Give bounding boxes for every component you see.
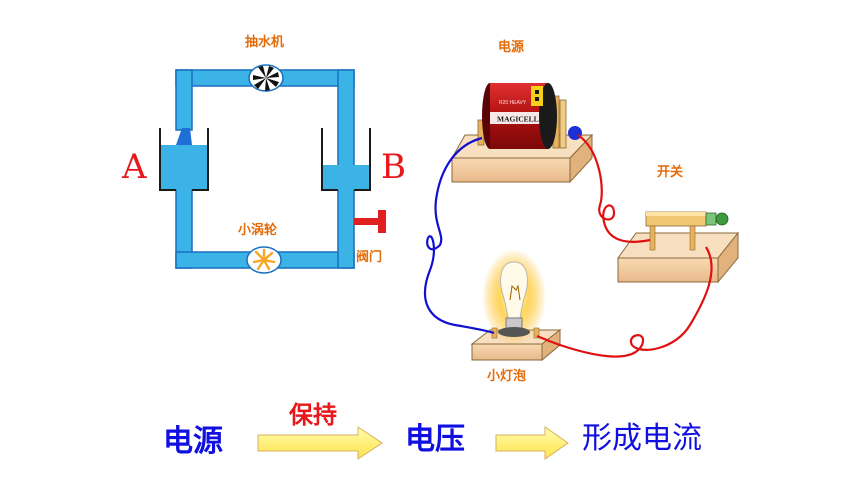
flow-source: 电源 [163, 424, 223, 459]
water-circuit [159, 64, 386, 274]
valve-icon [354, 210, 386, 233]
battery-brand: MAGICELL [497, 115, 539, 124]
blue-wire [423, 136, 495, 335]
switch-board [617, 231, 740, 284]
left-tank-letter: A [122, 147, 147, 187]
power-label: 电源 [498, 40, 525, 55]
water-pipe [175, 69, 355, 269]
bulb-icon [482, 249, 546, 345]
valve-label: 阀门 [356, 250, 383, 265]
right-tank [321, 128, 371, 191]
flow-arrow-label: 保持 [289, 401, 337, 429]
red-wire-top [577, 134, 651, 243]
flow-middle: 电压 [405, 422, 465, 457]
switch-icon [645, 211, 729, 251]
turbine-icon [246, 246, 282, 274]
battery-small-text: R20 HEAVY [499, 100, 527, 106]
flow-arrow-1 [257, 426, 383, 460]
left-tank [159, 128, 209, 191]
electric-circuit: MAGICELL R20 HEAVY [423, 83, 740, 362]
flow-result: 形成电流 [582, 421, 702, 456]
bulb-label: 小灯泡 [487, 369, 527, 384]
right-tank-letter: B [381, 147, 406, 187]
flow-arrow-2 [495, 426, 569, 460]
pump-icon [248, 64, 284, 92]
red-wire-bottom [536, 246, 713, 358]
pump-label: 抽水机 [245, 35, 285, 50]
turbine-label: 小涡轮 [238, 223, 278, 238]
switch-label: 开关 [657, 165, 684, 180]
